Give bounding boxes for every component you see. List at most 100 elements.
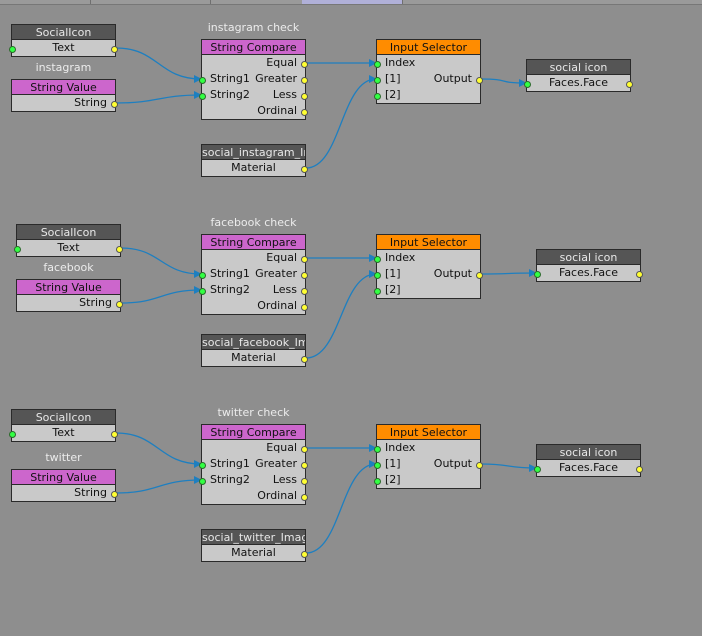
faces-port[interactable]: Faces.Face [534,460,643,476]
input-port-icon[interactable] [199,272,206,279]
output-port-icon[interactable] [476,77,483,84]
input-port-icon[interactable] [199,77,206,84]
output-port-icon[interactable] [476,462,483,469]
output-port-icon[interactable] [301,256,308,263]
input-port-icon[interactable] [374,272,381,279]
output-port-icon[interactable] [301,304,308,311]
input-port-label[interactable]: String2 [210,473,250,486]
output-port-icon[interactable] [301,446,308,453]
output-port-icon[interactable] [111,46,118,53]
output-port-icon[interactable] [116,246,123,253]
input-port-label[interactable]: [1] [385,72,401,85]
output-port-icon[interactable] [111,101,118,108]
input-port-label[interactable]: [1] [385,267,401,280]
output-port-icon[interactable] [111,431,118,438]
input-port-label[interactable]: String1 [210,72,250,85]
input-port-icon[interactable] [374,61,381,68]
input-port-icon[interactable] [374,288,381,295]
faces-port[interactable]: Faces.Face [524,75,633,91]
input-port-label[interactable]: [1] [385,457,401,470]
output-port-label[interactable]: Ordinal [257,489,297,502]
output-port-icon[interactable] [301,356,308,363]
output-port-label[interactable]: Ordinal [257,299,297,312]
output-port-icon[interactable] [301,109,308,116]
output-port-label[interactable]: Less [272,473,297,486]
input-port-label[interactable]: Index [385,56,416,69]
text-port[interactable]: Text [14,240,123,256]
tab-segment[interactable] [0,0,91,4]
output-port-icon[interactable] [301,166,308,173]
input-port-label[interactable]: [2] [385,473,401,486]
output-port-label[interactable]: Ordinal [257,104,297,117]
text-port[interactable]: Text [9,425,118,441]
input-port-icon[interactable] [14,246,21,253]
input-port-label[interactable]: [2] [385,283,401,296]
output-port-icon[interactable] [301,478,308,485]
input-port-label[interactable]: String2 [210,283,250,296]
output-port-icon[interactable] [301,462,308,469]
material-port[interactable]: Material [202,160,308,176]
string-port[interactable]: String [17,295,123,311]
tab-segment-active[interactable] [302,0,403,4]
output-port-label[interactable]: Output [433,267,472,280]
input-port-icon[interactable] [524,81,531,88]
input-port-icon[interactable] [374,462,381,469]
output-port-label[interactable]: Equal [266,56,297,69]
output-port-icon[interactable] [116,301,123,308]
output-port-icon[interactable] [301,272,308,279]
input-port-icon[interactable] [374,446,381,453]
input-port-icon[interactable] [199,288,206,295]
tab-segment[interactable] [90,0,211,4]
input-port-icon[interactable] [374,93,381,100]
faces-port[interactable]: Faces.Face [534,265,643,281]
output-port-label[interactable]: Greater [255,457,297,470]
input-port-icon[interactable] [9,431,16,438]
output-port-icon[interactable] [301,494,308,501]
output-port-icon[interactable] [301,61,308,68]
output-port-label[interactable]: Equal [266,251,297,264]
output-port-icon[interactable] [301,288,308,295]
input-port-icon[interactable] [9,46,16,53]
output-port-label[interactable]: Output [433,72,472,85]
tab-segment[interactable] [210,0,303,4]
input-port-icon[interactable] [374,256,381,263]
input-port-icon[interactable] [199,462,206,469]
output-port-icon[interactable] [636,466,643,473]
output-port-label[interactable]: Equal [266,441,297,454]
material-port[interactable]: Material [202,545,308,561]
output-port-label[interactable]: Greater [255,72,297,85]
output-port-icon[interactable] [636,271,643,278]
output-port-label[interactable]: Less [272,283,297,296]
input-port-icon[interactable] [374,478,381,485]
text-port[interactable]: Text [9,40,118,56]
output-port-icon[interactable] [111,491,118,498]
input-port-label[interactable]: String2 [210,88,250,101]
input-port-icon[interactable] [534,271,541,278]
input-port-icon[interactable] [199,478,206,485]
string-port[interactable]: String [12,95,118,111]
output-port-icon[interactable] [626,81,633,88]
output-port-icon[interactable] [476,272,483,279]
input-port-icon[interactable] [199,93,206,100]
input-port-icon[interactable] [374,77,381,84]
material-port[interactable]: Material [202,350,308,366]
output-port-label[interactable]: Output [433,457,472,470]
string-port[interactable]: String [12,485,118,501]
input-port-label[interactable]: String1 [210,267,250,280]
input-port-label[interactable]: String1 [210,457,250,470]
